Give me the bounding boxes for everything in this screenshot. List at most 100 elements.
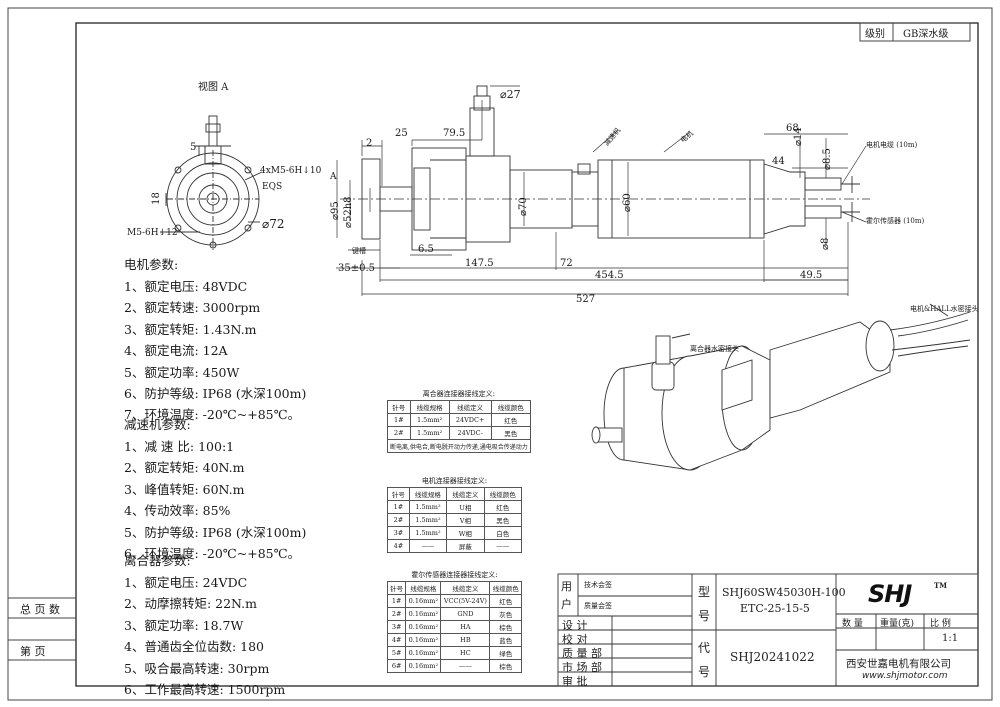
iso-clutch-callout: 离合器水密接头 bbox=[690, 345, 739, 353]
cell: 2# bbox=[387, 513, 410, 527]
dim-18: 18 bbox=[150, 192, 162, 205]
dim-527: 527 bbox=[576, 294, 596, 305]
cell: 3# bbox=[386, 620, 407, 634]
cell: 白色 bbox=[483, 526, 523, 540]
dim-d70: ⌀70 bbox=[518, 197, 529, 216]
table-row: 1# 1.5mm² U相 红色 bbox=[387, 500, 523, 514]
cell: 红色 bbox=[490, 413, 531, 427]
table-header: 线缆定义 bbox=[448, 400, 492, 414]
table-header: 线缆规格 bbox=[405, 581, 442, 595]
cell: 3# bbox=[387, 526, 410, 540]
cell: 0.16mm² bbox=[405, 607, 442, 621]
dim-d8-5: ⌀8.5 bbox=[822, 148, 833, 170]
table-row: 4# —— 屏蔽 —— bbox=[387, 539, 523, 553]
cell: 红色 bbox=[489, 594, 522, 608]
cell: —— bbox=[483, 539, 523, 553]
company-website: www.shjmotor.com bbox=[862, 671, 948, 681]
role-check: 校 对 bbox=[562, 633, 588, 646]
clutch-param-item: 3、额定功率: 18.7W bbox=[124, 617, 244, 633]
motor-params: 电机参数: 1、额定电压: 48VDC 2、额定转速: 3000rpm 3、额定… bbox=[124, 254, 306, 423]
hole-spec-1: 4xM5-6H↓10 bbox=[260, 166, 322, 176]
inner-border bbox=[75, 22, 979, 687]
reducer-param-item: 4、传动效率: 85% bbox=[124, 503, 231, 519]
cell: 1.5mm² bbox=[409, 413, 450, 427]
view-a-mark: A bbox=[330, 172, 337, 182]
table-header: 针号 bbox=[387, 487, 410, 501]
cell: 1# bbox=[387, 413, 411, 427]
cell: 4# bbox=[386, 633, 407, 647]
role-quality: 质 量 部 bbox=[562, 647, 602, 660]
cell: 黑色 bbox=[490, 426, 531, 440]
cell: 1.5mm² bbox=[408, 500, 448, 514]
dim-d27: ⌀27 bbox=[500, 88, 521, 101]
dim-d14: ⌀14 bbox=[793, 127, 804, 146]
cell: 4# bbox=[387, 539, 410, 553]
cell: 1.5mm² bbox=[408, 526, 448, 540]
cell: 屏蔽 bbox=[446, 539, 485, 553]
cell: 0.16mm² bbox=[405, 620, 442, 634]
dim-2: 2 bbox=[366, 138, 373, 149]
dim-d8: ⌀8 bbox=[820, 237, 831, 250]
grade-label: 级别 bbox=[865, 29, 885, 40]
table-caption: 电机连接器接线定义: bbox=[421, 477, 488, 485]
dim-6-5: 6.5 bbox=[418, 244, 434, 255]
dim-72: 72 bbox=[560, 258, 573, 269]
cell: 1.5mm² bbox=[408, 513, 448, 527]
cell: W相 bbox=[446, 526, 485, 540]
tech-confirm-label: 技术会签 bbox=[584, 581, 612, 589]
model-value-2: ETC-25-15-5 bbox=[740, 602, 810, 615]
model-label: 型号 bbox=[698, 585, 711, 623]
cell: V相 bbox=[446, 513, 485, 527]
reducer-param-item: 6、环境温度: -20℃~+85℃。 bbox=[124, 545, 301, 561]
clutch-params-title: 离合器参数: bbox=[124, 553, 191, 568]
role-market: 市 场 部 bbox=[562, 661, 602, 674]
table-header: 线缆颜色 bbox=[490, 400, 531, 414]
cell: 绿色 bbox=[489, 646, 522, 660]
keyway-label: 键槽 bbox=[352, 247, 366, 255]
table-row: 1# 1.5mm² 24VDC+ 红色 bbox=[387, 413, 531, 427]
table-row: 3# 0.16mm² HA 棕色 bbox=[386, 620, 522, 634]
table-row: 6# 0.16mm² —— 棕色 bbox=[386, 659, 522, 673]
cell: 蓝色 bbox=[489, 633, 522, 647]
dim-35: 35±0.5 bbox=[338, 263, 376, 274]
title-block-lines bbox=[557, 573, 979, 687]
dimension-lines bbox=[336, 85, 867, 296]
cell: 0.16mm² bbox=[405, 633, 442, 647]
dim-5: 5 bbox=[190, 142, 197, 153]
cell: 24VDC- bbox=[448, 426, 492, 440]
motor-cable-callout: 电机电缆 (10m) bbox=[866, 141, 918, 149]
table-row: 2# 1.5mm² 24VDC- 黑色 bbox=[387, 426, 531, 440]
table-header: 线缆颜色 bbox=[483, 487, 523, 501]
clutch-wiring-table: 离合器连接器接线定义: 针号 线缆规格 线缆定义 线缆颜色 1# 1.5mm² … bbox=[387, 388, 531, 453]
motor-params-title: 电机参数: bbox=[124, 257, 179, 272]
motor-param-item: 6、防护等级: IP68 (水深100m) bbox=[124, 385, 307, 401]
iso-cables-callout: 电机&HALL水密接头 bbox=[910, 305, 979, 313]
total-pages-label: 总 页 数 bbox=[20, 603, 60, 616]
table-row: 2# 1.5mm² V相 黑色 bbox=[387, 513, 523, 527]
end-view bbox=[160, 115, 263, 250]
motor-param-item: 5、额定功率: 450W bbox=[124, 364, 240, 380]
cell: GND bbox=[440, 607, 491, 621]
cell: 0.16mm² bbox=[405, 646, 442, 660]
table-row: 5# 0.16mm² HC 绿色 bbox=[386, 646, 522, 660]
motor-param-item: 4、额定电流: 12A bbox=[124, 343, 228, 359]
model-value-1: SHJ60SW45030H-100 bbox=[722, 586, 846, 599]
table-header: 针号 bbox=[386, 581, 407, 595]
cell: HA bbox=[440, 620, 491, 634]
dim-147-5: 147.5 bbox=[465, 258, 494, 269]
outer-border bbox=[7, 7, 993, 701]
reducer-params-title: 减速机参数: bbox=[124, 417, 191, 432]
table-row: 4# 0.16mm² HB 蓝色 bbox=[386, 633, 522, 647]
clutch-param-item: 5、吸合最高转速: 30rpm bbox=[124, 660, 270, 676]
cell: VCC(5V-24V) bbox=[440, 594, 491, 608]
cell: —— bbox=[440, 659, 491, 673]
reducer-param-item: 2、额定转矩: 40N.m bbox=[124, 460, 245, 476]
cell: 灰色 bbox=[489, 607, 522, 621]
table-header: 线缆规格 bbox=[409, 400, 450, 414]
dim-454-5: 454.5 bbox=[595, 270, 624, 281]
code-label: 代号 bbox=[698, 641, 711, 679]
clutch-param-item: 4、普通齿全位齿数: 180 bbox=[124, 639, 264, 655]
hall-sensor-callout: 霍尔传感器 (10m) bbox=[866, 217, 925, 225]
motor-param-item: 1、额定电压: 48VDC bbox=[124, 279, 248, 294]
